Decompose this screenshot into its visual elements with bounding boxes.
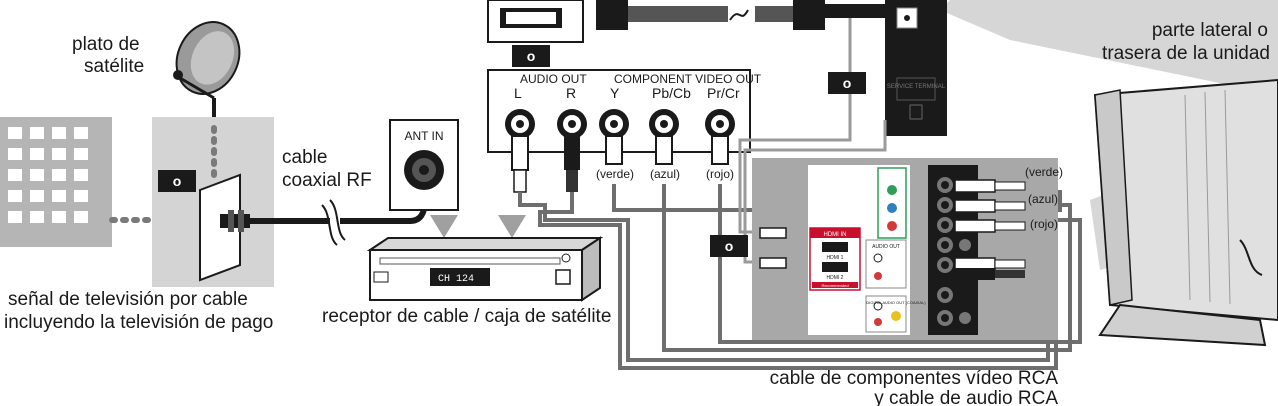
- or-badge-hdmi-panel-text: o: [725, 238, 734, 254]
- or-badge-hdmi-panel: [710, 235, 748, 257]
- receiver-label: receptor de cable / caja de satélite: [322, 306, 611, 327]
- tv-stand: [1098, 303, 1267, 347]
- tv-side-hdmi-panel: SERVICE TERMINAL: [885, 0, 947, 136]
- plug-verde-label: (verde): [596, 167, 634, 181]
- service-terminal-label: SERVICE TERMINAL: [887, 84, 946, 90]
- satellite-dish-label-line1: plato de: [72, 34, 140, 55]
- rf-cable-label-line1: cable: [282, 147, 327, 168]
- or-badge-wall-text: o: [173, 173, 182, 189]
- tv-side-label-line1: parte lateral o: [1152, 20, 1268, 41]
- hdmi-cable: [487, 0, 885, 43]
- cable-signal-label-line2: incluyendo la televisión de pago: [4, 312, 273, 333]
- audio-out-panel-label: AUDIO OUT: [872, 244, 900, 250]
- tv-verde-label: (verde): [1025, 165, 1063, 179]
- hdmi-2-label: HDMI 2: [827, 275, 844, 281]
- rca-plugs: [511, 135, 729, 193]
- tv-rca-plugs: [954, 179, 1026, 280]
- hdmi-1-label: HDMI 1: [827, 255, 844, 261]
- hdmi-in-label: HDMI IN: [824, 232, 847, 238]
- rf-cable-label-line2: coaxial RF: [282, 170, 372, 191]
- arrow-ant-in: [430, 215, 458, 238]
- audio-out-label: AUDIO OUT: [520, 72, 587, 86]
- plug-azul-label: (azul): [650, 167, 680, 181]
- or-badge-hdmi-box-text: o: [527, 48, 536, 64]
- component-cable-label-line2: y cable de audio RCA: [874, 388, 1058, 406]
- component-video-out-label: COMPONENT VIDEO OUT: [614, 72, 762, 86]
- channel-pb-label: Pb/Cb: [652, 85, 691, 101]
- tv-rojo-label: (rojo): [1030, 217, 1058, 231]
- channel-l-label: L: [514, 85, 522, 101]
- or-badge-wall: [158, 170, 196, 192]
- channel-r-label: R: [566, 85, 576, 101]
- or-badge-hdmi-cable-text: o: [843, 75, 852, 91]
- rf-coaxial-cable: [220, 190, 428, 246]
- component-cable-label-line1: cable de componentes vídeo RCA: [770, 368, 1059, 389]
- channel-pr-label: Pr/Cr: [707, 85, 740, 101]
- or-badge-hdmi-cable: [828, 72, 866, 94]
- ant-in-connector: ANT IN: [389, 119, 459, 211]
- tv-unit: [940, 0, 1278, 347]
- tv-azul-label: (azul): [1028, 192, 1058, 206]
- tv-back-panel: HDMI IN HDMI 1 HDMI 2 Recommended AUDIO …: [752, 158, 1058, 340]
- or-badge-hdmi-box: [512, 45, 550, 67]
- digital-audio-out-label: DIGITAL AUDIO OUT (COAXIAL): [866, 300, 926, 305]
- hdmi-routing-cables: [738, 18, 887, 264]
- building-icon: [0, 117, 112, 247]
- channel-y-label: Y: [610, 85, 620, 101]
- arrow-audio-out: [498, 215, 526, 238]
- plug-rojo-label: (rojo): [706, 167, 734, 181]
- cable-receiver-box: CH 124: [366, 236, 604, 302]
- ant-in-label: ANT IN: [404, 129, 443, 143]
- recommended-label: Recommended: [821, 283, 848, 288]
- side-view-projection: [940, 0, 1278, 95]
- rca-jacks: [505, 109, 735, 139]
- receiver-display: CH 124: [438, 274, 474, 285]
- tv-side-label-line2: trasera de la unidad: [1102, 43, 1270, 64]
- satellite-dish-label-line2: satélite: [84, 56, 144, 77]
- cable-signal-label-line1: señal de televisión por cable: [8, 289, 248, 310]
- av-output-panel: AUDIO OUT COMPONENT VIDEO OUT L R Y Pb/C…: [487, 69, 762, 153]
- satellite-dish: [173, 21, 241, 120]
